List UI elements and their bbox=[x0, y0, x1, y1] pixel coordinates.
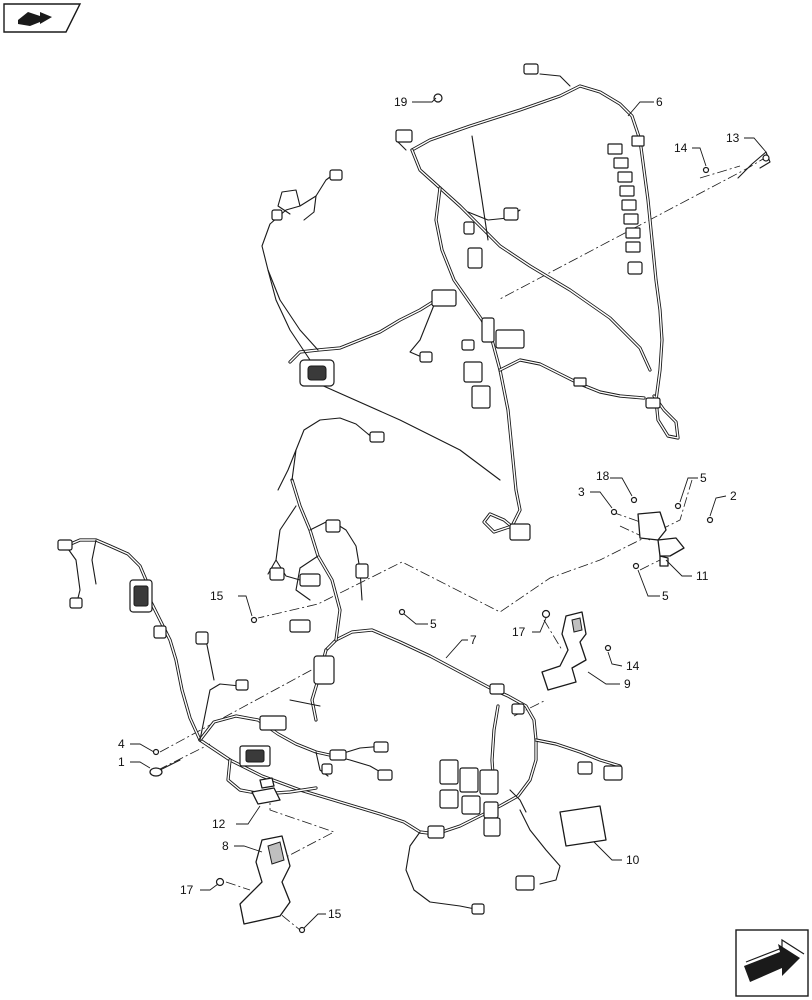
callout-5: 5 bbox=[700, 471, 707, 485]
callout-16: 15 bbox=[328, 907, 342, 921]
part-9-bracket bbox=[541, 611, 587, 691]
callout-19: 19 bbox=[394, 95, 408, 109]
callout-4: 4 bbox=[118, 737, 125, 751]
callout-5: 5 bbox=[662, 589, 669, 603]
part-10-label bbox=[559, 805, 607, 847]
callout-17: 17 bbox=[512, 625, 526, 639]
part-12-block bbox=[251, 777, 281, 805]
callout-8: 8 bbox=[222, 839, 229, 853]
callout-18: 18 bbox=[596, 469, 610, 483]
book-arrow-icon[interactable] bbox=[3, 3, 82, 33]
leader-lines bbox=[130, 97, 767, 929]
callout-12: 12 bbox=[212, 817, 226, 831]
part-8-plate bbox=[239, 835, 291, 925]
callout-10: 10 bbox=[626, 853, 640, 867]
callout-17: 17 bbox=[180, 883, 194, 897]
callout-3: 3 bbox=[578, 485, 585, 499]
part-11-bracket bbox=[637, 511, 685, 567]
callout-9: 9 bbox=[624, 677, 631, 691]
callout-14: 14 bbox=[674, 141, 688, 155]
callout-1: 1 bbox=[118, 755, 125, 769]
callout-11: 11 bbox=[696, 569, 709, 583]
callout-13: 13 bbox=[726, 131, 740, 145]
callout-5: 5 bbox=[430, 617, 437, 631]
callout-6: 6 bbox=[656, 95, 663, 109]
upper-harness bbox=[261, 63, 680, 541]
callout-7: 7 bbox=[470, 633, 477, 647]
callout-2: 2 bbox=[730, 489, 737, 503]
part-13-pin bbox=[737, 151, 771, 179]
hardware-markers bbox=[149, 93, 714, 934]
callout-16: 14 bbox=[626, 659, 640, 673]
callout-labels: 19 6 13 14 18 3 5 2 11 5 5 7 15 17 14 9 … bbox=[118, 95, 740, 921]
next-page-arrow-icon[interactable] bbox=[735, 929, 809, 997]
callout-15: 15 bbox=[210, 589, 224, 603]
lower-harness bbox=[57, 417, 623, 915]
